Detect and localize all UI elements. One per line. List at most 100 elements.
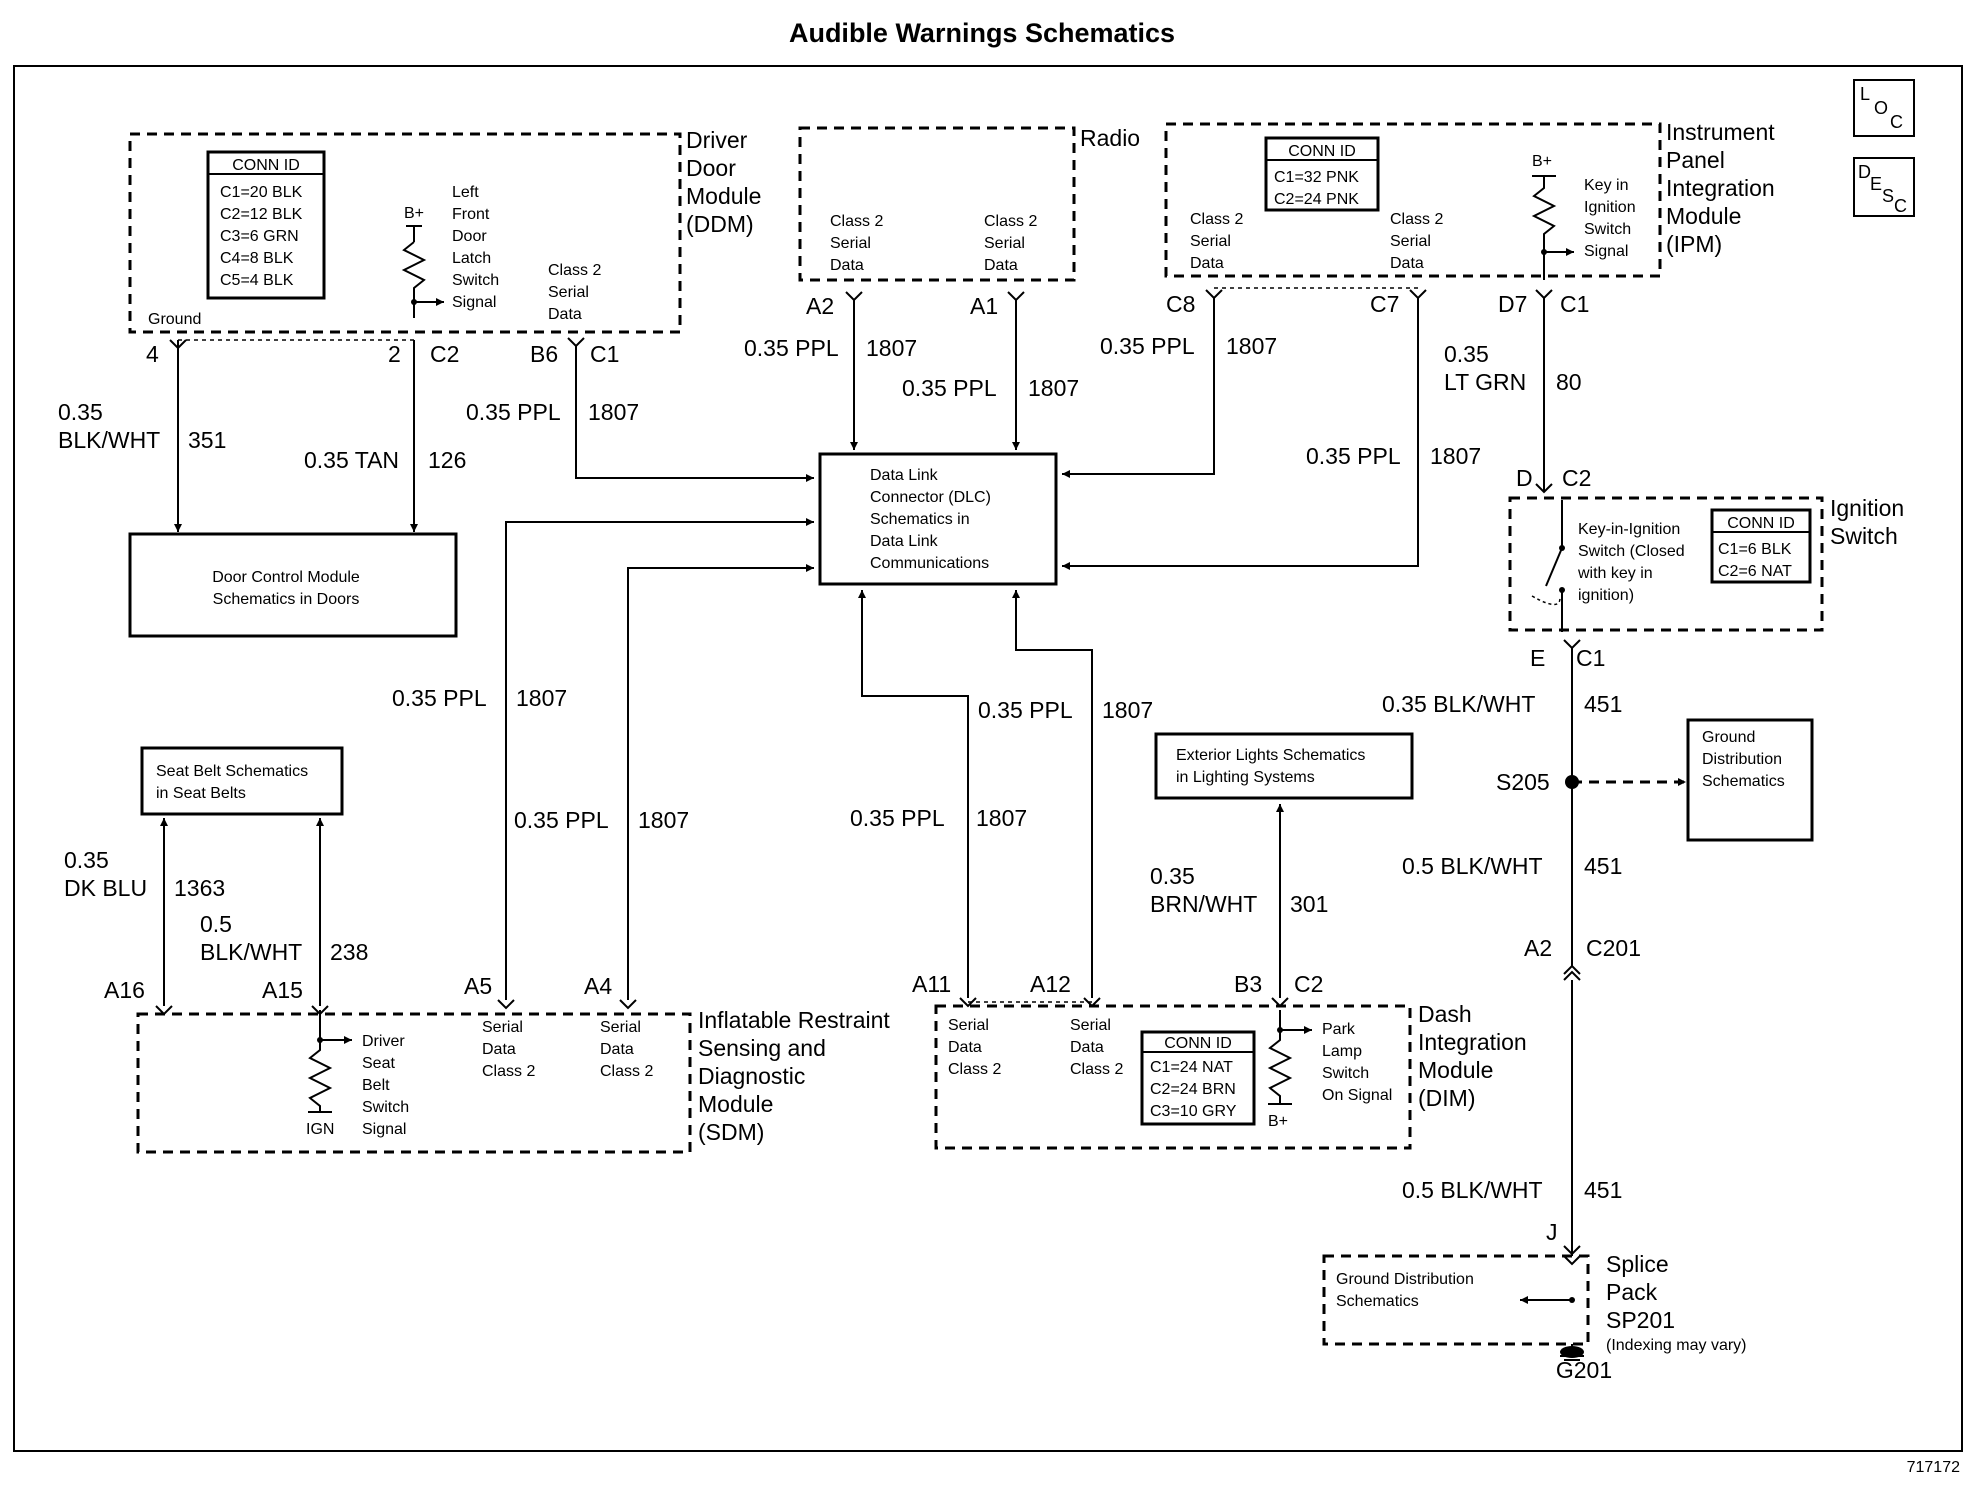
svg-text:Data: Data <box>1190 255 1224 272</box>
svg-text:351: 351 <box>188 427 226 453</box>
svg-text:Serial: Serial <box>1070 1017 1111 1034</box>
svg-text:C5=4 BLK: C5=4 BLK <box>220 272 294 289</box>
svg-text:Front: Front <box>452 206 490 223</box>
wire-451-mid: 0.5 BLK/WHT 451 <box>1402 782 1622 966</box>
wire-b6-1807: 0.35 PPL 1807 <box>466 337 814 482</box>
wire-126: 0.35 TAN 126 <box>304 340 466 532</box>
svg-text:Distribution: Distribution <box>1702 751 1782 768</box>
svg-text:Door: Door <box>686 155 736 181</box>
svg-text:Schematics: Schematics <box>1336 1293 1419 1310</box>
wire-radio-a1-1807: 0.35 PPL 1807 <box>902 291 1079 450</box>
dim-pin-a12: A12 <box>1030 971 1071 997</box>
svg-text:C: C <box>1894 196 1907 216</box>
instrument-panel-integration-module: Instrument Panel Integration Module (IPM… <box>1164 119 1775 289</box>
svg-text:Module: Module <box>1666 203 1741 229</box>
svg-text:1807: 1807 <box>588 399 639 425</box>
ddm-door-latch-switch: B+ Left Front Door Latch Switch Signal <box>401 184 499 318</box>
dash-integration-module: Dash Integration Module (DIM) Serial Dat… <box>934 1001 1527 1150</box>
svg-text:Switch: Switch <box>1584 221 1631 238</box>
svg-text:Signal: Signal <box>1584 243 1628 260</box>
svg-text:Sensing and: Sensing and <box>698 1035 826 1061</box>
svg-text:1363: 1363 <box>174 875 225 901</box>
sdm-pin-a16: A16 <box>104 977 145 1003</box>
svg-text:Data: Data <box>600 1041 634 1058</box>
svg-text:Switch: Switch <box>452 272 499 289</box>
svg-text:0.35 PPL: 0.35 PPL <box>466 399 561 425</box>
svg-text:Panel: Panel <box>1666 147 1725 173</box>
svg-text:Serial: Serial <box>1190 233 1231 250</box>
door-control-module-box[interactable]: Door Control Module Schematics in Doors <box>128 532 458 638</box>
svg-text:C1=24 NAT: C1=24 NAT <box>1150 1059 1233 1076</box>
wire-dim-a11-1807: 0.35 PPL 1807 <box>850 590 1027 1008</box>
svg-text:Schematics in Doors: Schematics in Doors <box>213 591 360 608</box>
ground-g201-label: G201 <box>1556 1357 1612 1383</box>
svg-text:0.35 PPL: 0.35 PPL <box>978 697 1073 723</box>
exterior-lights-schematics-box[interactable]: Exterior Lights Schematics in Lighting S… <box>1154 732 1414 800</box>
svg-text:Communications: Communications <box>870 555 989 572</box>
svg-text:Left: Left <box>452 184 479 201</box>
seat-belt-schematics-box[interactable]: Seat Belt Schematics in Seat Belts <box>140 746 344 816</box>
svg-text:Integration: Integration <box>1418 1029 1527 1055</box>
svg-text:Switch (Closed: Switch (Closed <box>1578 543 1685 560</box>
svg-text:Serial: Serial <box>548 284 589 301</box>
radio-pin-a2: A2 <box>806 293 834 319</box>
svg-text:in Lighting Systems: in Lighting Systems <box>1176 769 1315 786</box>
ddm-pin-2: 2 <box>388 341 401 367</box>
svg-text:Data: Data <box>482 1041 516 1058</box>
svg-text:1807: 1807 <box>516 685 567 711</box>
svg-text:Seat: Seat <box>362 1055 395 1072</box>
svg-text:0.35 PPL: 0.35 PPL <box>902 375 997 401</box>
svg-text:1807: 1807 <box>866 335 917 361</box>
svg-text:Class 2: Class 2 <box>548 262 601 279</box>
dim-park-lamp-switch: B+ Park Lamp Switch On Signal <box>1267 1010 1392 1130</box>
svg-text:1807: 1807 <box>1226 333 1277 359</box>
svg-text:0.5 BLK/WHT: 0.5 BLK/WHT <box>1402 853 1543 879</box>
svg-text:Class 2: Class 2 <box>1070 1061 1123 1078</box>
svg-text:C2=12 BLK: C2=12 BLK <box>220 206 303 223</box>
svg-text:B+: B+ <box>1532 153 1552 170</box>
ignition-conn-c1: C1 <box>1576 645 1605 671</box>
svg-text:1807: 1807 <box>976 805 1027 831</box>
ignition-switch: Ignition Switch Key-in-Ignition Switch (… <box>1508 495 1904 632</box>
c201-inline-connector-icon <box>1563 964 1581 981</box>
svg-text:Module: Module <box>1418 1057 1493 1083</box>
wire-451-bottom: 0.5 BLK/WHT 451 <box>1402 980 1622 1266</box>
svg-text:Park: Park <box>1322 1021 1356 1038</box>
ground-distribution-schematics-box[interactable]: Ground Distribution Schematics <box>1686 718 1814 842</box>
svg-text:451: 451 <box>1584 853 1622 879</box>
svg-text:CONN ID: CONN ID <box>232 157 300 174</box>
svg-text:Module: Module <box>698 1091 773 1117</box>
dlc-box[interactable]: Data Link Connector (DLC) Schematics in … <box>818 452 1058 586</box>
svg-text:0.35 PPL: 0.35 PPL <box>850 805 945 831</box>
svg-text:C1=20 BLK: C1=20 BLK <box>220 184 303 201</box>
svg-text:Inflatable Restraint: Inflatable Restraint <box>698 1007 890 1033</box>
svg-text:(Indexing may vary): (Indexing may vary) <box>1606 1337 1747 1354</box>
svg-text:0.5: 0.5 <box>200 911 232 937</box>
sdm-pin-a15: A15 <box>262 977 303 1003</box>
svg-text:1807: 1807 <box>1028 375 1079 401</box>
svg-text:Serial: Serial <box>830 235 871 252</box>
dim-conn-c2: C2 <box>1294 971 1323 997</box>
svg-text:Seat Belt Schematics: Seat Belt Schematics <box>156 763 308 780</box>
svg-text:Schematics in: Schematics in <box>870 511 970 528</box>
svg-text:BRN/WHT: BRN/WHT <box>1150 891 1257 917</box>
sdm-pin-a5: A5 <box>464 973 492 999</box>
ddm-conn-c2: C2 <box>430 341 459 367</box>
ignition-conn-c2: C2 <box>1562 465 1591 491</box>
svg-text:0.35 PPL: 0.35 PPL <box>1306 443 1401 469</box>
svg-text:Class 2: Class 2 <box>1390 211 1443 228</box>
svg-text:1807: 1807 <box>1430 443 1481 469</box>
sdm-seat-belt-switch: IGN Driver Seat Belt Switch Signal <box>306 1010 409 1138</box>
s205-label: S205 <box>1496 769 1550 795</box>
svg-text:126: 126 <box>428 447 466 473</box>
svg-text:Data: Data <box>1070 1039 1104 1056</box>
wire-radio-a2-1807: 0.35 PPL 1807 <box>744 291 917 450</box>
svg-text:L: L <box>1860 84 1870 104</box>
svg-text:SP201: SP201 <box>1606 1307 1675 1333</box>
svg-text:(DIM): (DIM) <box>1418 1085 1475 1111</box>
svg-text:Signal: Signal <box>362 1121 406 1138</box>
wire-dim-a12-1807: 0.35 PPL 1807 <box>978 590 1153 1008</box>
loc-icon[interactable]: LOC <box>1853 79 1915 137</box>
svg-text:C2=24 BRN: C2=24 BRN <box>1150 1081 1236 1098</box>
